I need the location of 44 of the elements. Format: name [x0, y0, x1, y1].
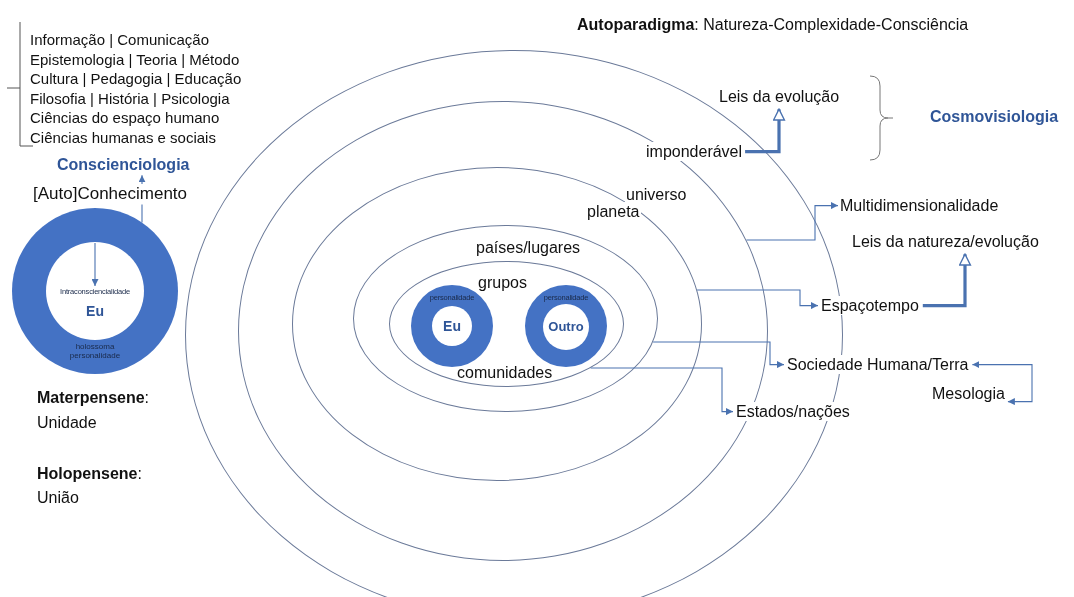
concept-label: Leis da evolução — [719, 87, 840, 107]
text-label: Epistemologia | Teoria | Método — [30, 50, 240, 69]
concept-label: imponderável — [645, 142, 744, 162]
text-label: Holopensene: — [37, 464, 142, 484]
concept-label: Conscienciologia — [57, 155, 190, 175]
ring-label: Eu — [86, 302, 104, 320]
text-label: União — [37, 488, 79, 508]
arrow — [652, 341, 785, 369]
text-label: Ciências do espaço humano — [30, 109, 220, 127]
arrow — [696, 289, 819, 310]
concept-label: Mesologia — [932, 384, 1005, 404]
ring-label: holossoma personalidade — [68, 341, 122, 361]
text-label: Ciências humanas e sociais — [30, 128, 216, 147]
concept-label: Leis da natureza/evolução — [852, 232, 1039, 252]
connector-line — [141, 203, 143, 224]
concept-label: comunidades — [457, 363, 553, 383]
inner-circle — [543, 304, 589, 350]
concept-label: Sociedade Humana/Terra — [786, 355, 970, 375]
ring-label: Outro — [548, 319, 584, 335]
text-label: Informação | Comunicação — [30, 31, 209, 49]
arrow — [590, 367, 734, 416]
concept-label: [Auto]Conhecimento — [33, 184, 188, 205]
ring-shape — [525, 285, 607, 367]
concept-label: universo — [625, 185, 688, 205]
arrow — [138, 174, 146, 185]
ellipse — [353, 225, 658, 412]
arrow — [745, 202, 839, 241]
text-label: Cosmovisiologia — [930, 107, 1059, 127]
concept-label: planeta — [586, 202, 641, 222]
concept-label: países/lugares — [475, 238, 582, 258]
concept-label: Multidimensionalidade — [840, 196, 999, 216]
text-label: Autoparadigma: Natureza-Complexidade-Consciência — [577, 15, 969, 35]
text-label: Filosofia | História | Psicologia — [30, 89, 230, 108]
arrow — [745, 108, 786, 154]
ring-label: Eu — [443, 317, 461, 335]
concept-label: Estados/nações — [735, 402, 851, 422]
arrow — [971, 361, 1033, 406]
text-label: Materpensene: — [37, 388, 150, 408]
inner-circle — [432, 306, 472, 346]
text-label: Unidade — [37, 413, 97, 433]
arrow — [922, 253, 972, 308]
arrow — [91, 242, 99, 287]
text-label: Cultura | Pedagogia | Educação — [30, 70, 242, 88]
concept-label: Espaçotempo — [820, 296, 920, 316]
